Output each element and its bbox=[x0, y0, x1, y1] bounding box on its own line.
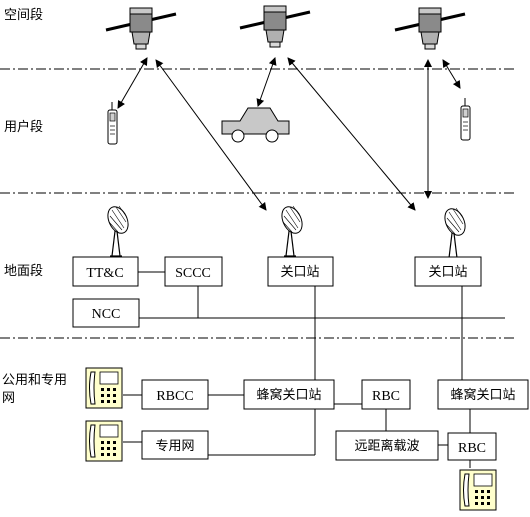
long-distance-carrier-label: 远距离载波 bbox=[354, 438, 419, 454]
gateway1-label: 关口站 bbox=[280, 265, 319, 280]
cellular-gateway1-box bbox=[243, 379, 335, 410]
link-sat3-handset2 bbox=[442, 59, 461, 89]
sccc-box bbox=[164, 256, 223, 287]
rbcc-label: RBCC bbox=[156, 389, 193, 404]
cellular-gateway1-label: 蜂窝关口站 bbox=[256, 387, 321, 403]
link-sat2-gateway2 bbox=[287, 57, 416, 211]
space-segment-label: 空间段 bbox=[4, 8, 43, 23]
sccc-label: SCCC bbox=[175, 266, 211, 281]
rbc1-label: RBC bbox=[372, 389, 400, 404]
rbc1-box bbox=[361, 379, 411, 410]
gateway2-label: 关口站 bbox=[428, 265, 467, 280]
desk-phone-1-icon bbox=[85, 367, 123, 409]
handset-2-icon bbox=[460, 97, 471, 141]
link-sat2-vehicle bbox=[256, 57, 277, 107]
cellular-gateway2-box bbox=[437, 379, 529, 410]
long-distance-carrier-box bbox=[335, 430, 439, 461]
cellular-gateway2-label: 蜂窝关口站 bbox=[450, 387, 515, 403]
gateway2-box bbox=[414, 256, 482, 287]
public-segment-label: 公用和专用网 bbox=[2, 373, 68, 406]
handset-1-icon bbox=[107, 101, 118, 145]
dish-gateway1-icon bbox=[277, 202, 307, 257]
dish-ttc-icon bbox=[103, 202, 133, 257]
link-sat1-gateway1 bbox=[155, 59, 267, 211]
vehicle-icon bbox=[221, 107, 290, 143]
rbc2-label: RBC bbox=[458, 441, 486, 456]
ttc-label: TT&C bbox=[86, 266, 123, 281]
desk-phone-2-icon bbox=[85, 420, 123, 462]
satellite-1-icon bbox=[104, 6, 178, 51]
rbc2-box bbox=[447, 432, 497, 461]
link-sat1-handset1 bbox=[117, 57, 148, 109]
ncc-box bbox=[72, 298, 140, 328]
ground-segment-label: 地面段 bbox=[4, 264, 43, 279]
ttc-box bbox=[72, 256, 139, 287]
ncc-label: NCC bbox=[92, 307, 121, 322]
private-network-label: 专用网 bbox=[155, 439, 194, 454]
satellite-2-icon bbox=[238, 4, 312, 49]
satellite-3-icon bbox=[393, 6, 467, 51]
dish-gateway2-icon bbox=[440, 204, 470, 259]
desk-phone-3-icon bbox=[459, 469, 497, 511]
private-network-box bbox=[141, 430, 209, 460]
public-segment-label-wrap: 公用和专用网 bbox=[2, 373, 68, 406]
rbcc-box bbox=[141, 379, 209, 410]
user-segment-label: 用户段 bbox=[4, 119, 43, 135]
gateway1-box bbox=[267, 256, 334, 287]
